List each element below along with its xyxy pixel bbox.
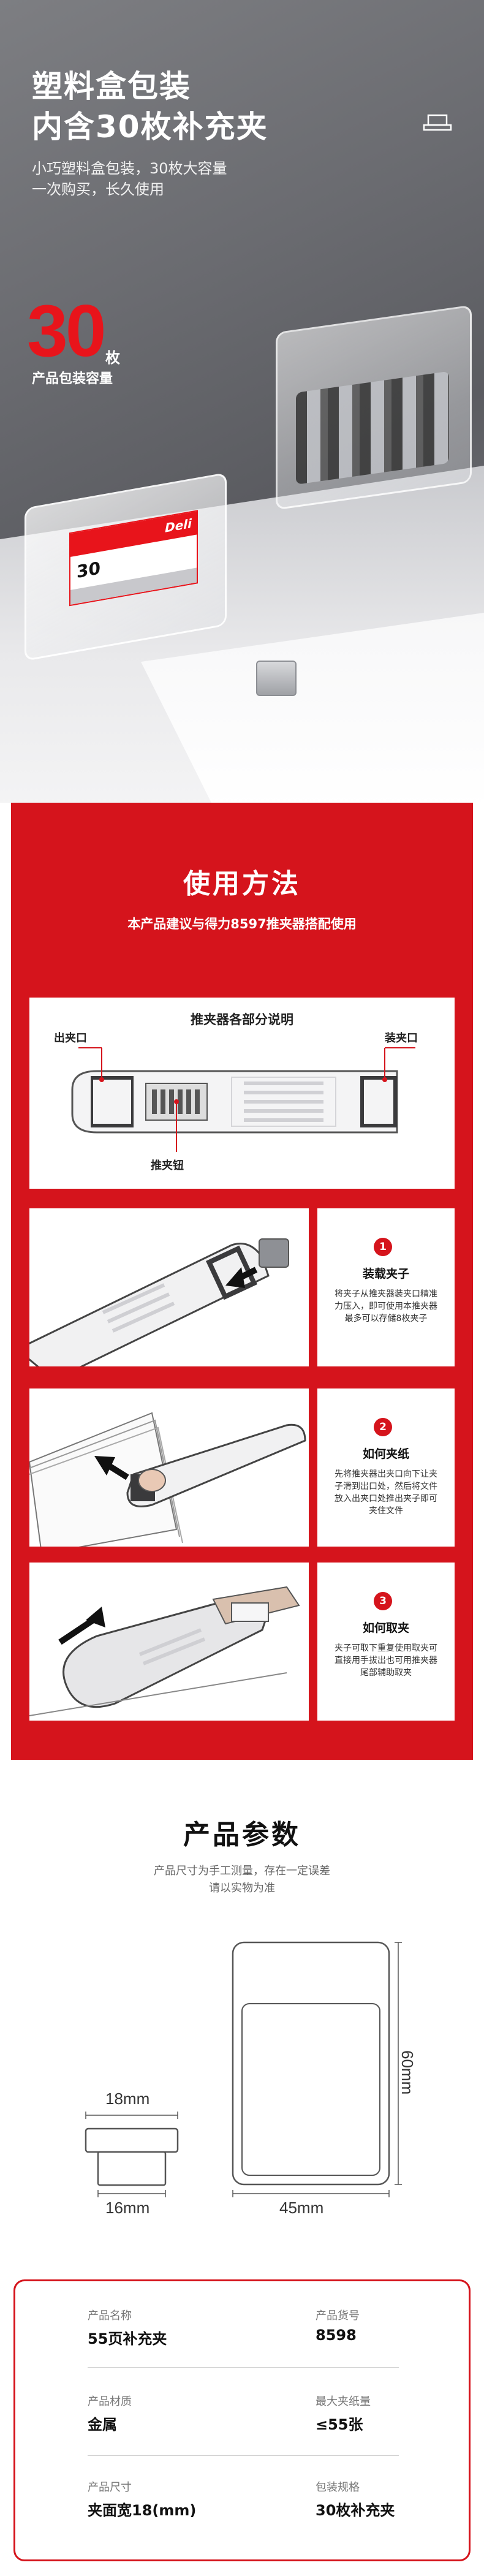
spec-value-capacity: ≤55张 (316, 2416, 363, 2433)
usage-title: 使用方法 (183, 868, 301, 900)
hero-title: 塑料盒包装 内含30枚补充夹 (32, 66, 268, 147)
step-1-illustration (29, 1208, 309, 1366)
hero-capacity-caption: 产品包装容量 (32, 371, 113, 387)
spec-label-package: 包装规格 (316, 2481, 360, 2494)
dim-box-height: 60mm (398, 2050, 417, 2095)
spec-value-package: 30枚补充夹 (316, 2502, 395, 2519)
label-push-button: 推夹钮 (151, 1159, 184, 1172)
hero-capacity-number: 30 (27, 290, 106, 372)
step-1-title: 装载夹子 (362, 1267, 409, 1281)
spec-label-sku: 产品货号 (316, 2309, 360, 2322)
label-outlet: 出夹口 (54, 1032, 87, 1045)
params-note: 产品尺寸为手工测量，存在一定误差 请以实物为准 (0, 1863, 484, 1897)
spec-value-material: 金属 (88, 2416, 117, 2433)
hero-title-line1: 塑料盒包装 (32, 69, 191, 104)
product-box-label: Deli 30 (69, 510, 198, 607)
hero-section: 塑料盒包装 内含30枚补充夹 小巧塑料盒包装，30枚大容量 一次购买，长久使用 … (0, 0, 484, 803)
spec-value-sku: 8598 (316, 2327, 357, 2344)
usage-section: 使用方法 本产品建议与得力8597推夹器搭配使用 推夹器各部分说明 (11, 803, 473, 1760)
hero-subtitle: 小巧塑料盒包装，30枚大容量 一次购买，长久使用 (32, 158, 227, 200)
binder-clips-stack (296, 371, 449, 485)
spec-value-size: 夹面宽18(mm) (88, 2502, 197, 2519)
pusher-diagram-panel: 推夹器各部分说明 (29, 998, 455, 1189)
hero-subtitle-line2: 一次购买，长久使用 (32, 181, 164, 198)
dim-box-width: 45mm (279, 2199, 324, 2217)
hero-title-line2: 内含30枚补充夹 (32, 109, 268, 145)
step-2-illustration (29, 1388, 309, 1547)
spec-divider-2 (88, 2455, 399, 2456)
step-3-number: 3 (374, 1592, 392, 1610)
pusher-diagram-title: 推夹器各部分说明 (191, 1012, 293, 1027)
remove-clip-illustration (29, 1586, 300, 1716)
label-loading-port: 装夹口 (385, 1032, 418, 1045)
step-3-text-panel: 3 如何取夹 夹子可取下重复使用取夹可直接用手拔出也可用推夹器尾部辅助取夹 (317, 1563, 455, 1721)
clip-pusher-diagram (71, 1047, 415, 1152)
spec-divider-1 (88, 2367, 399, 2368)
box-label-number: 30 (77, 558, 100, 583)
usage-subtitle: 本产品建议与得力8597推夹器搭配使用 (127, 917, 357, 931)
dim-clip-bottom: 16mm (105, 2199, 150, 2217)
step-3-body: 夹子可取下重复使用取夹可直接用手拔出也可用推夹器尾部辅助取夹 (335, 1643, 437, 1678)
step-2-body: 先将推夹器出夹口向下让夹子滑到出口处，然后将文件放入出夹口处推出夹子即可夹住文件 (335, 1469, 437, 1516)
step-3-illustration (29, 1563, 309, 1721)
spec-label-size: 产品尺寸 (88, 2481, 132, 2494)
load-clip-illustration (29, 1238, 289, 1366)
dim-clip-top: 18mm (105, 2089, 150, 2108)
hero-subtitle-line1: 小巧塑料盒包装，30枚大容量 (32, 160, 227, 177)
step-1-number: 1 (374, 1238, 392, 1256)
step-1-body: 将夹子从推夹器装夹口精准力压入，即可使用本推夹器最多可以存储8枚夹子 (335, 1289, 437, 1324)
params-note-line2: 请以实物为准 (209, 1882, 275, 1895)
step-2-title: 如何夹纸 (362, 1447, 409, 1461)
spec-label-material: 产品材质 (88, 2395, 132, 2408)
step-3-title: 如何取夹 (362, 1621, 409, 1635)
product-box-open (276, 305, 472, 510)
dimension-drawing (85, 1941, 402, 2197)
loose-binder-clip (256, 661, 297, 696)
clip-paper-illustration (29, 1412, 306, 1547)
spec-label-capacity: 最大夹纸量 (316, 2395, 371, 2408)
step-2-number: 2 (374, 1418, 392, 1436)
spec-value-name: 55页补充夹 (88, 2330, 167, 2347)
spec-label-name: 产品名称 (88, 2309, 132, 2322)
spec-table: 产品名称 55页补充夹 产品货号 8598 产品材质 金属 最大夹纸量 ≤55张… (13, 2279, 471, 2561)
params-note-line1: 产品尺寸为手工测量，存在一定误差 (154, 1865, 330, 1877)
params-title: 产品参数 (183, 1819, 301, 1851)
step-2-text-panel: 2 如何夹纸 先将推夹器出夹口向下让夹子滑到出口处，然后将文件放入出夹口处推出夹… (317, 1388, 455, 1547)
clip-box-icon (423, 114, 452, 131)
step-1-text-panel: 1 装载夹子 将夹子从推夹器装夹口精准力压入，即可使用本推夹器最多可以存储8枚夹… (317, 1208, 455, 1366)
hero-capacity-unit: 枚 (105, 349, 120, 366)
